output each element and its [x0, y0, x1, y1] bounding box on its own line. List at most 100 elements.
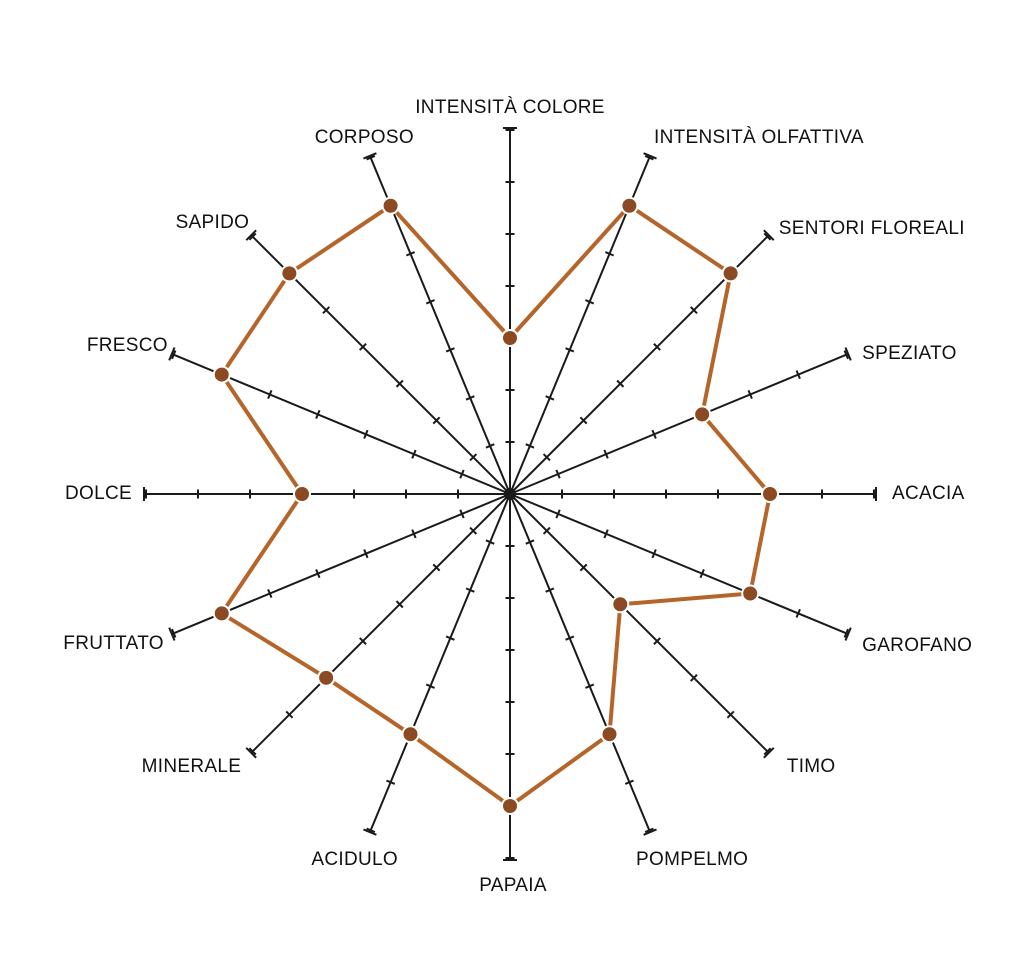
tick-fruttato-5 — [267, 588, 273, 599]
tick-minerale-7 — [248, 747, 257, 756]
label-pompelmo: POMPELMO — [636, 849, 748, 870]
point-fruttato — [212, 604, 231, 623]
tick-fruttato-1 — [459, 509, 465, 519]
tick-fruttato-4 — [315, 569, 321, 579]
label-intensita-colore: INTENSITÀ COLORE — [415, 97, 605, 118]
tick-fruttato-2 — [411, 529, 417, 539]
label-garofano: GAROFANO — [862, 635, 972, 656]
tick-minerale-1 — [469, 526, 478, 535]
tick-pompelmo-1 — [525, 539, 535, 545]
axis-minerale — [250, 493, 511, 754]
label-acidulo: ACIDULO — [311, 849, 398, 870]
point-intensita-colore — [501, 329, 519, 347]
tick-fresco-3 — [363, 429, 369, 439]
point-intensita-olfattiva — [620, 196, 639, 215]
tick-intensita-olfattiva-1 — [525, 443, 535, 449]
tick-acidulo-4 — [425, 683, 435, 689]
axis-end-cap-pompelmo — [643, 828, 657, 836]
point-acacia — [761, 485, 779, 503]
tick-timo-1 — [542, 526, 551, 535]
label-sapido: SAPIDO — [176, 212, 250, 233]
tick-acidulo-3 — [445, 635, 455, 641]
label-intensita-olfattiva: INTENSITÀ OLFATTIVA — [654, 127, 864, 148]
tick-fruttato-3 — [363, 549, 369, 559]
tick-garofano-4 — [699, 569, 705, 579]
tick-sapido-5 — [322, 306, 331, 315]
axis-garofano — [509, 493, 849, 635]
radar-series — [212, 196, 779, 815]
tick-sapido-4 — [359, 343, 367, 351]
tick-minerale-3 — [395, 600, 404, 609]
tick-intensita-olfattiva-7 — [644, 155, 654, 161]
axis-end-cap-sapido — [245, 229, 257, 241]
point-minerale — [317, 668, 336, 687]
label-minerale: MINERALE — [142, 756, 242, 777]
tick-minerale-2 — [432, 563, 441, 572]
label-speziato: SPEZIATO — [862, 343, 957, 364]
tick-sapido-3 — [395, 379, 404, 388]
label-sentori-floreali: SENTORI FLOREALI — [779, 218, 965, 239]
tick-corposo-2 — [465, 395, 475, 401]
tick-timo-4 — [653, 637, 661, 645]
axis-timo — [509, 493, 770, 754]
axis-end-cap-garofano — [844, 627, 852, 641]
tick-pompelmo-7 — [644, 827, 654, 833]
tick-fresco-2 — [411, 449, 417, 459]
tick-timo-5 — [689, 673, 698, 682]
point-dolce — [293, 485, 311, 503]
tick-acidulo-1 — [485, 539, 495, 545]
tick-sapido-7 — [248, 232, 257, 241]
axis-end-cap-speziato — [844, 347, 852, 361]
tick-corposo-5 — [405, 251, 416, 257]
label-acacia: ACACIA — [892, 483, 965, 504]
axis-pompelmo — [509, 493, 651, 833]
tick-timo-7 — [763, 747, 772, 756]
axis-end-cap-minerale — [245, 747, 257, 759]
tick-speziato-1 — [555, 469, 561, 479]
tick-corposo-7 — [366, 155, 376, 161]
tick-garofano-2 — [603, 529, 609, 539]
point-speziato — [693, 405, 712, 424]
axis-end-cap-timo — [763, 747, 775, 759]
series-line-0 — [219, 203, 772, 808]
label-papaia: PAPAIA — [479, 875, 547, 896]
tick-corposo-1 — [485, 443, 495, 449]
axis-end-cap-acidulo — [363, 828, 377, 836]
tick-speziato-6 — [795, 370, 801, 380]
label-fruttato: FRUTTATO — [63, 633, 164, 654]
tick-pompelmo-2 — [545, 587, 555, 593]
tick-intensita-olfattiva-5 — [604, 251, 615, 257]
tick-minerale-4 — [359, 637, 367, 645]
tick-sentori-floreali-3 — [616, 379, 625, 388]
tick-intensita-olfattiva-3 — [565, 347, 575, 353]
tick-sentori-floreali-1 — [542, 453, 551, 462]
tick-sentori-floreali-7 — [763, 232, 772, 241]
point-papaia — [501, 797, 519, 815]
tick-fresco-4 — [315, 409, 321, 419]
label-corposo: CORPOSO — [315, 127, 414, 148]
tick-speziato-5 — [747, 389, 753, 400]
point-timo — [611, 595, 630, 614]
axis-end-cap-fruttato — [168, 627, 176, 641]
tick-fresco-5 — [267, 389, 273, 400]
label-dolce: DOLCE — [65, 483, 132, 504]
tick-fresco-1 — [459, 469, 465, 479]
axis-acidulo — [369, 493, 511, 833]
tick-acidulo-6 — [386, 779, 396, 785]
axis-speziato — [509, 353, 849, 495]
point-fresco — [212, 365, 231, 384]
tick-corposo-4 — [425, 299, 435, 305]
tick-garofano-7 — [843, 628, 849, 638]
point-sentori-floreali — [721, 264, 740, 283]
radar-labels: INTENSITÀ COLORE INTENSITÀ OLFATTIVA SENTO… — [63, 97, 972, 896]
tick-intensita-olfattiva-4 — [585, 299, 595, 305]
tick-sentori-floreali-5 — [689, 306, 698, 315]
point-sapido — [280, 264, 299, 283]
axis-end-cap-intensita-olfattiva — [643, 152, 657, 160]
point-acidulo — [401, 725, 420, 744]
tick-corposo-3 — [445, 347, 455, 353]
tick-speziato-7 — [843, 350, 849, 360]
tick-pompelmo-4 — [585, 683, 595, 689]
tick-intensita-olfattiva-2 — [545, 395, 555, 401]
